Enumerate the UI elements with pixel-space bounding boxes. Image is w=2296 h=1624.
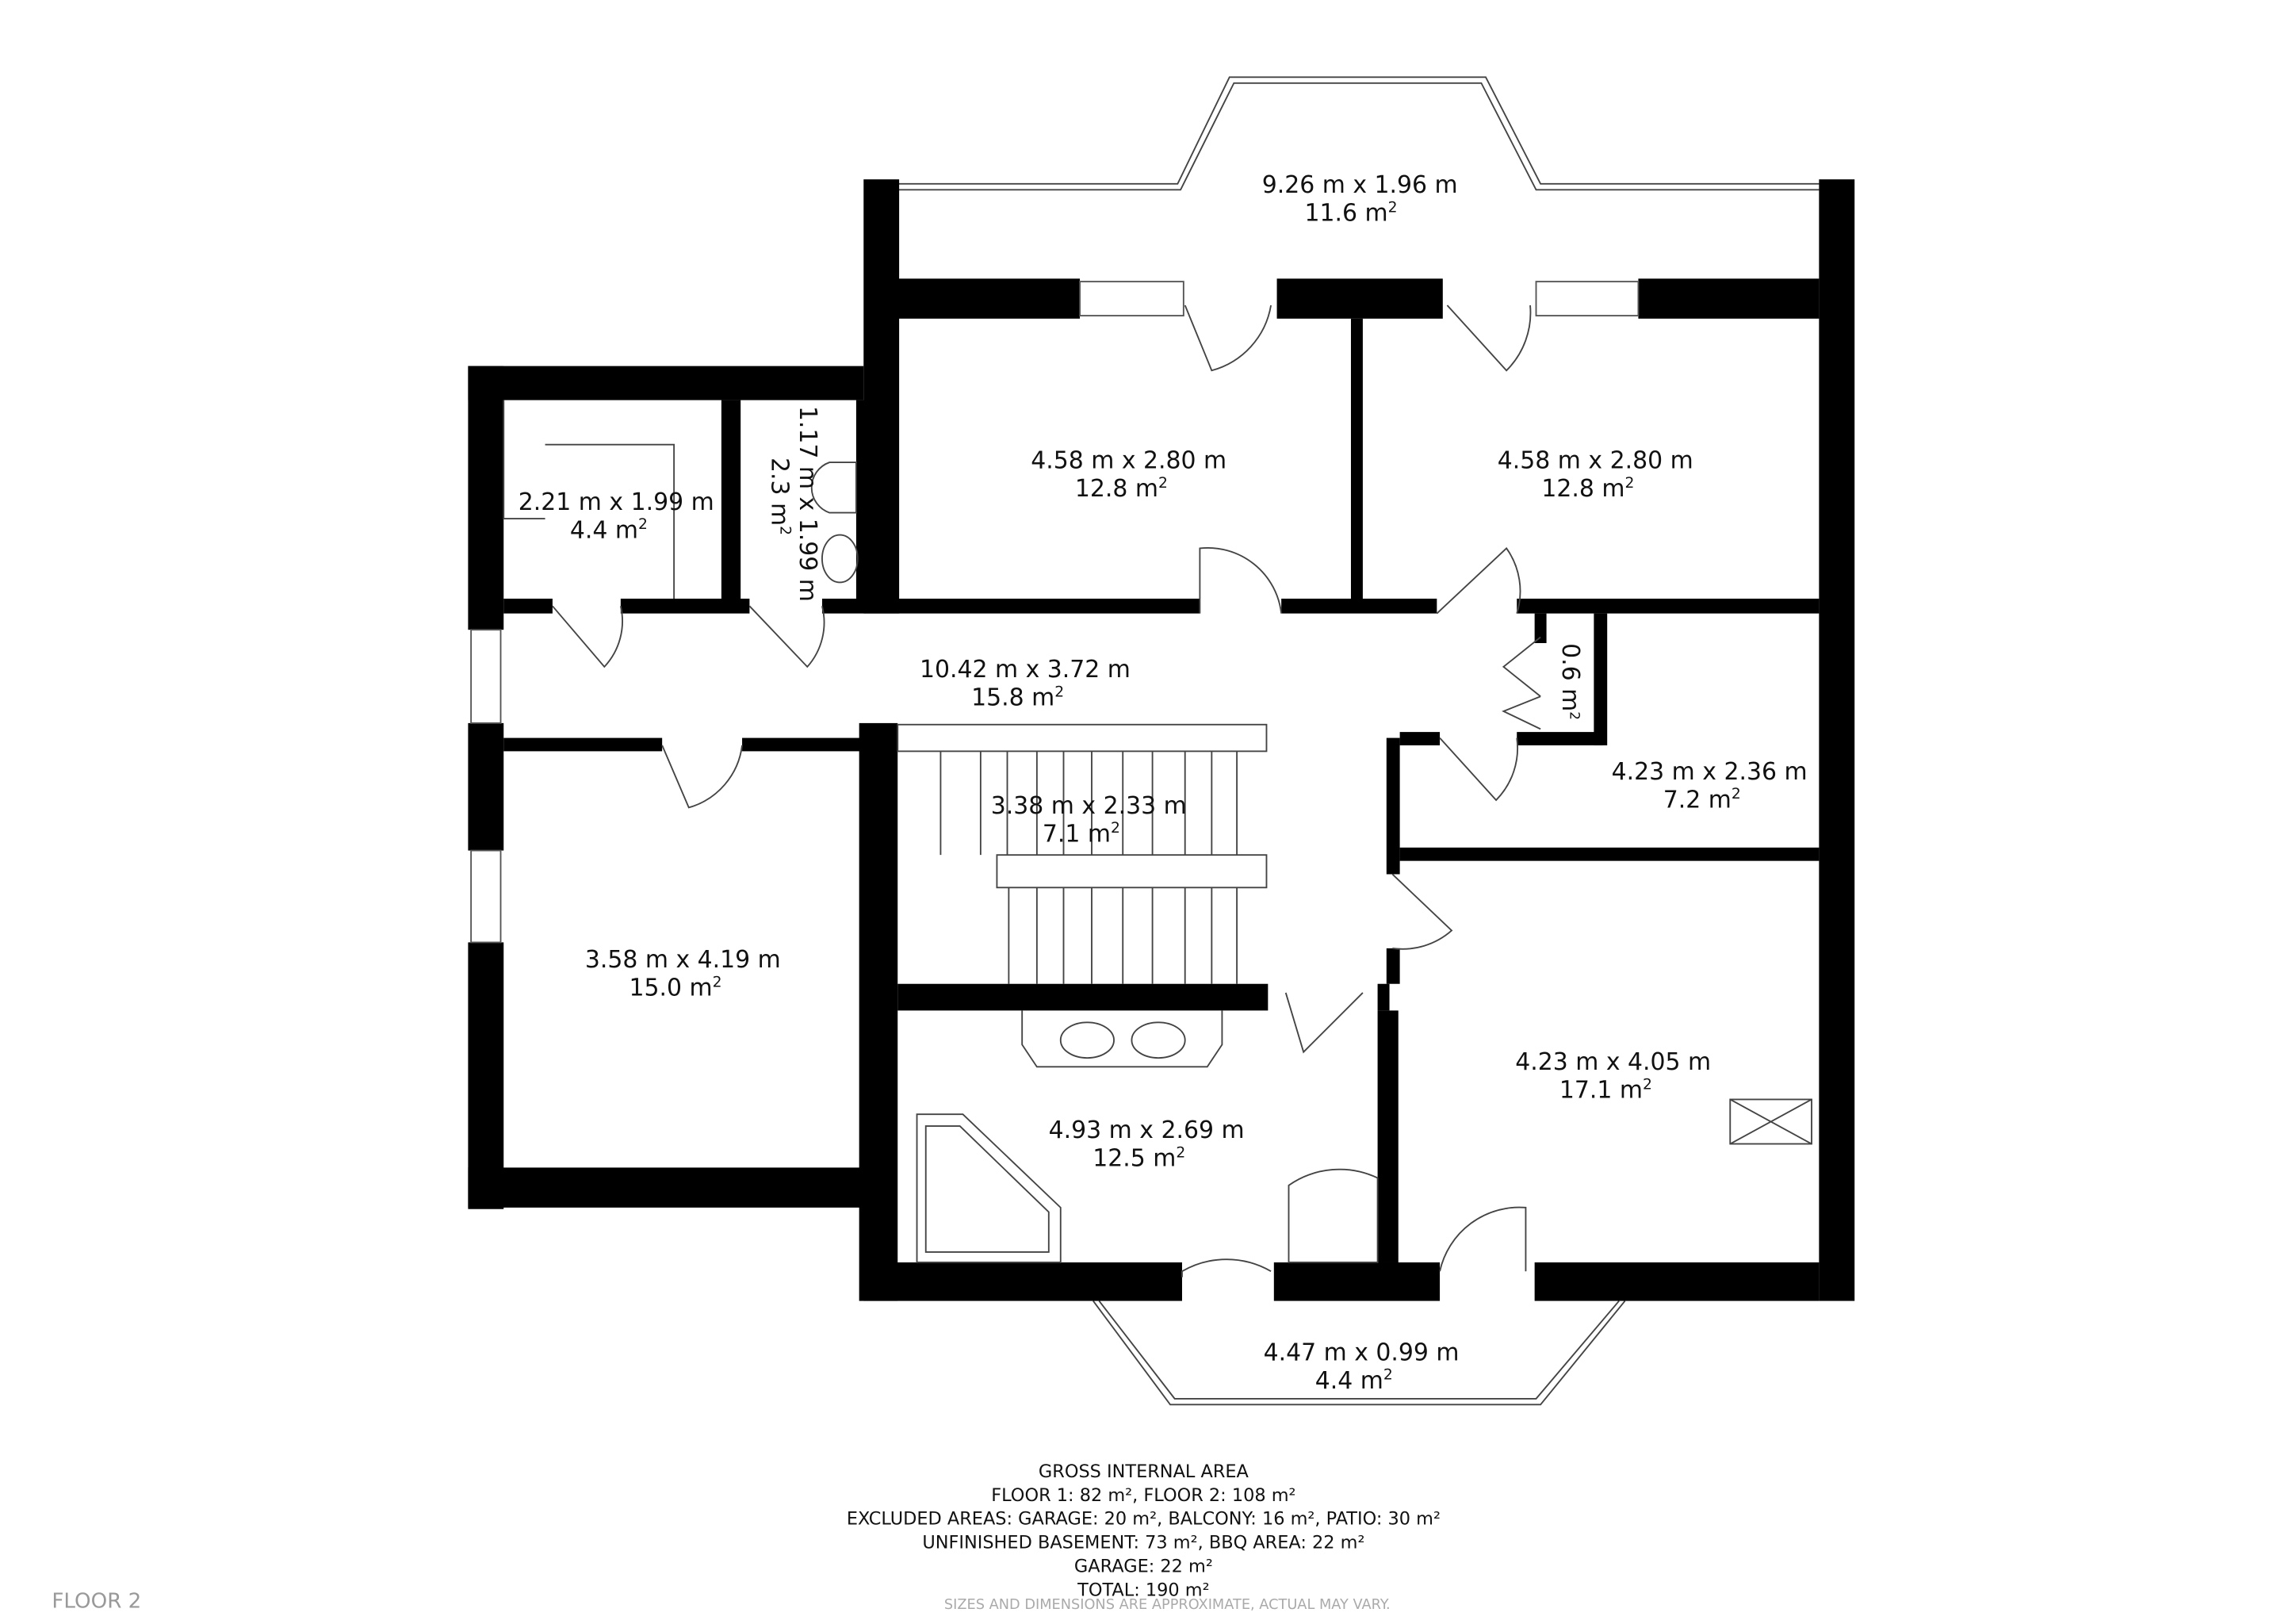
svg-text:15.8 m2: 15.8 m2 bbox=[971, 684, 1064, 711]
room-label: 9.26 m x 1.96 m11.6 m2 bbox=[1262, 171, 1458, 227]
svg-text:11.6 m2: 11.6 m2 bbox=[1304, 199, 1397, 227]
window bbox=[470, 849, 502, 944]
area-summary: GROSS INTERNAL AREA FLOOR 1: 82 m², FLOO… bbox=[847, 1461, 1441, 1613]
svg-text:FLOOR 1: 82 m², FLOOR 2: 108 m: FLOOR 1: 82 m², FLOOR 2: 108 m² bbox=[991, 1485, 1295, 1506]
room-label: 3.58 m x 4.19 m15.0 m2 bbox=[585, 946, 781, 1002]
svg-text:2.21 m x 1.99 m: 2.21 m x 1.99 m bbox=[519, 488, 714, 516]
room-label: 4.58 m x 2.80 m12.8 m2 bbox=[1498, 447, 1693, 503]
svg-text:10.42 m x 3.72 m: 10.42 m x 3.72 m bbox=[920, 656, 1131, 684]
doors bbox=[552, 304, 1541, 1277]
svg-text:3.38 m x 2.33 m: 3.38 m x 2.33 m bbox=[991, 792, 1187, 820]
bay-balcony-bottom bbox=[1093, 1300, 1626, 1406]
svg-text:TOTAL: 190 m²: TOTAL: 190 m² bbox=[1077, 1580, 1209, 1600]
svg-text:SIZES AND DIMENSIONS ARE APPRO: SIZES AND DIMENSIONS ARE APPROXIMATE, AC… bbox=[944, 1597, 1391, 1613]
svg-text:2.3 m2: 2.3 m2 bbox=[765, 458, 793, 535]
svg-text:1.17 m x 1.99 m: 1.17 m x 1.99 m bbox=[794, 406, 821, 602]
svg-text:4.23 m x 2.36 m: 4.23 m x 2.36 m bbox=[1612, 758, 1808, 786]
svg-text:4.4 m2: 4.4 m2 bbox=[570, 516, 648, 544]
bathroom-fixtures bbox=[503, 400, 1812, 1263]
svg-text:GROSS INTERNAL AREA: GROSS INTERNAL AREA bbox=[1039, 1461, 1249, 1482]
room-label: 2.21 m x 1.99 m4.4 m2 bbox=[519, 488, 714, 544]
svg-text:9.26 m x 1.96 m: 9.26 m x 1.96 m bbox=[1262, 171, 1458, 199]
room-label: 4.23 m x 4.05 m17.1 m2 bbox=[1515, 1048, 1711, 1104]
room-label: 10.42 m x 3.72 m15.8 m2 bbox=[920, 656, 1131, 711]
room-label: 4.93 m x 2.69 m12.5 m2 bbox=[1049, 1116, 1245, 1172]
window bbox=[1079, 281, 1184, 317]
room-label: 4.58 m x 2.80 m12.8 m2 bbox=[1031, 447, 1226, 503]
svg-text:15.0 m2: 15.0 m2 bbox=[629, 974, 721, 1002]
svg-text:4.23 m x 4.05 m: 4.23 m x 4.05 m bbox=[1515, 1048, 1711, 1076]
window bbox=[470, 629, 502, 724]
bay-balcony-top bbox=[897, 76, 1820, 185]
room-label: 0.6 m2 bbox=[1556, 643, 1584, 720]
svg-text:12.8 m2: 12.8 m2 bbox=[1075, 475, 1168, 503]
svg-text:4.58 m x 2.80 m: 4.58 m x 2.80 m bbox=[1031, 447, 1226, 475]
room-label: 4.47 m x 0.99 m4.4 m2 bbox=[1264, 1339, 1460, 1394]
svg-text:12.5 m2: 12.5 m2 bbox=[1093, 1144, 1185, 1172]
svg-text:EXCLUDED AREAS: GARAGE: 20 m²,: EXCLUDED AREAS: GARAGE: 20 m², BALCONY: … bbox=[847, 1509, 1441, 1530]
svg-text:4.47 m x 0.99 m: 4.47 m x 0.99 m bbox=[1264, 1339, 1460, 1366]
floor-label: FLOOR 2 bbox=[52, 1589, 141, 1613]
svg-text:4.93 m x 2.69 m: 4.93 m x 2.69 m bbox=[1049, 1116, 1245, 1144]
svg-text:3.58 m x 4.19 m: 3.58 m x 4.19 m bbox=[585, 946, 781, 974]
room-label: 4.23 m x 2.36 m7.2 m2 bbox=[1612, 758, 1808, 814]
svg-text:17.1 m2: 17.1 m2 bbox=[1559, 1076, 1652, 1104]
window bbox=[1535, 281, 1640, 317]
staircase bbox=[897, 723, 1268, 984]
svg-text:4.4 m2: 4.4 m2 bbox=[1315, 1367, 1393, 1395]
svg-text:7.1 m2: 7.1 m2 bbox=[1043, 820, 1120, 848]
svg-text:0.6 m2: 0.6 m2 bbox=[1556, 643, 1584, 720]
room-label: 1.17 m x 1.99 m2.3 m2 bbox=[765, 406, 821, 602]
svg-text:7.2 m2: 7.2 m2 bbox=[1663, 786, 1741, 814]
room-label: 3.38 m x 2.33 m7.1 m2 bbox=[991, 792, 1187, 848]
svg-text:12.8 m2: 12.8 m2 bbox=[1541, 475, 1634, 503]
svg-text:GARAGE: 22 m²: GARAGE: 22 m² bbox=[1074, 1556, 1213, 1576]
walls bbox=[468, 179, 1855, 1301]
svg-text:UNFINISHED BASEMENT: 73 m², BB: UNFINISHED BASEMENT: 73 m², BBQ AREA: 22… bbox=[922, 1533, 1364, 1553]
svg-text:4.58 m x 2.80 m: 4.58 m x 2.80 m bbox=[1498, 447, 1693, 475]
